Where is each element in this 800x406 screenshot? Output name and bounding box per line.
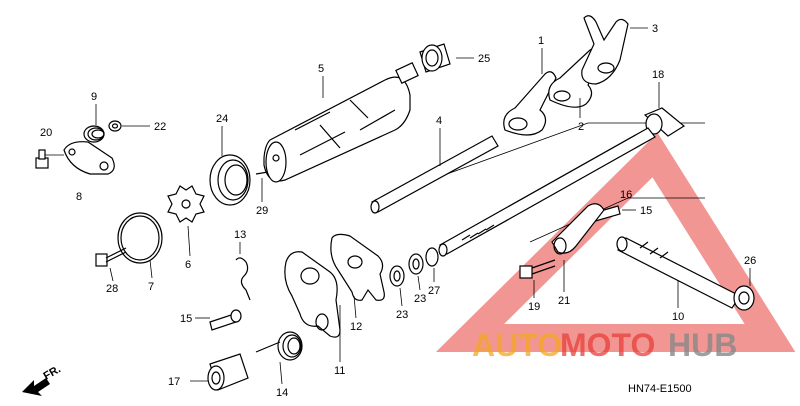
part-4-fork-shaft bbox=[370, 128, 499, 214]
part-8-stopper-arm bbox=[63, 141, 115, 175]
part-16-spindle-shaft bbox=[438, 127, 656, 257]
part-7-plate bbox=[117, 212, 163, 279]
callout-15b: 15 bbox=[640, 205, 652, 217]
part-6-star-cam bbox=[167, 185, 205, 257]
part-10-gearshift-spindle bbox=[616, 236, 741, 309]
part-21-shift-arm bbox=[551, 203, 605, 292]
part-27-circlip bbox=[425, 247, 439, 282]
callout-3: 3 bbox=[652, 23, 658, 35]
callout-18: 18 bbox=[652, 69, 664, 81]
callout-14: 14 bbox=[276, 387, 288, 399]
direction-label: FR. bbox=[42, 363, 63, 382]
callout-16: 16 bbox=[620, 189, 632, 201]
part-11-shift-arm-plate bbox=[284, 251, 341, 362]
callout-29: 29 bbox=[256, 205, 268, 217]
drawing-code: HN74-E1500 bbox=[628, 383, 692, 395]
part-26-oil-seal bbox=[733, 268, 755, 311]
callout-13: 13 bbox=[234, 229, 246, 241]
callout-28: 28 bbox=[106, 283, 118, 295]
part-13-spring bbox=[235, 242, 251, 301]
part-12-shift-plate bbox=[330, 233, 385, 319]
part-24-oil-seal bbox=[209, 126, 251, 206]
part-9-spring bbox=[83, 104, 105, 143]
part-15a-stud-pin bbox=[195, 309, 242, 331]
watermark-hub: HUB bbox=[668, 327, 737, 363]
callout-10: 10 bbox=[672, 311, 684, 323]
callout-23a: 23 bbox=[396, 309, 408, 321]
part-25-bearing bbox=[419, 43, 474, 73]
part-23a-washer bbox=[389, 265, 405, 307]
callout-7: 7 bbox=[148, 281, 154, 293]
callout-23b: 23 bbox=[414, 293, 426, 305]
callout-21: 21 bbox=[558, 295, 570, 307]
callout-4: 4 bbox=[436, 115, 442, 127]
watermark-moto: MOTO bbox=[560, 327, 655, 363]
callout-5: 5 bbox=[318, 63, 324, 75]
callout-2: 2 bbox=[578, 121, 584, 133]
callout-25: 25 bbox=[478, 53, 490, 65]
callout-26: 26 bbox=[744, 255, 756, 267]
part-20-bolt bbox=[35, 149, 64, 169]
part-17-collar bbox=[190, 353, 249, 391]
callout-27: 27 bbox=[428, 285, 440, 297]
part-5-shift-drum bbox=[263, 62, 419, 183]
part-18-spindle-end bbox=[643, 82, 686, 137]
part-22-collar bbox=[108, 120, 150, 132]
part-19-bolt bbox=[519, 259, 556, 298]
part-3-shift-fork bbox=[581, 15, 648, 85]
part-23b-washer bbox=[408, 253, 424, 291]
watermark-auto: AUTO bbox=[472, 327, 562, 363]
callout-11: 11 bbox=[334, 365, 345, 377]
callout-labels: 1 2 3 4 5 6 7 8 9 10 11 12 13 14 15 15 1… bbox=[40, 23, 756, 399]
callout-20: 20 bbox=[40, 127, 52, 139]
part-28-bolt bbox=[95, 247, 127, 282]
callout-9: 9 bbox=[91, 91, 97, 103]
part-14-return-spring bbox=[255, 331, 303, 385]
callout-12: 12 bbox=[350, 321, 362, 333]
watermark-text: AUTO MOTO HUB bbox=[472, 327, 737, 363]
part-29-pin bbox=[255, 171, 269, 202]
callout-17: 17 bbox=[168, 376, 180, 388]
callout-15a: 15 bbox=[180, 313, 192, 325]
callout-22: 22 bbox=[154, 121, 166, 133]
callout-24: 24 bbox=[216, 113, 228, 125]
part-1-shift-fork bbox=[503, 48, 557, 136]
callout-6: 6 bbox=[185, 259, 191, 271]
callout-8: 8 bbox=[76, 191, 82, 203]
callout-1: 1 bbox=[538, 35, 544, 47]
callout-19: 19 bbox=[528, 301, 540, 313]
front-direction-arrow: FR. bbox=[22, 363, 63, 396]
